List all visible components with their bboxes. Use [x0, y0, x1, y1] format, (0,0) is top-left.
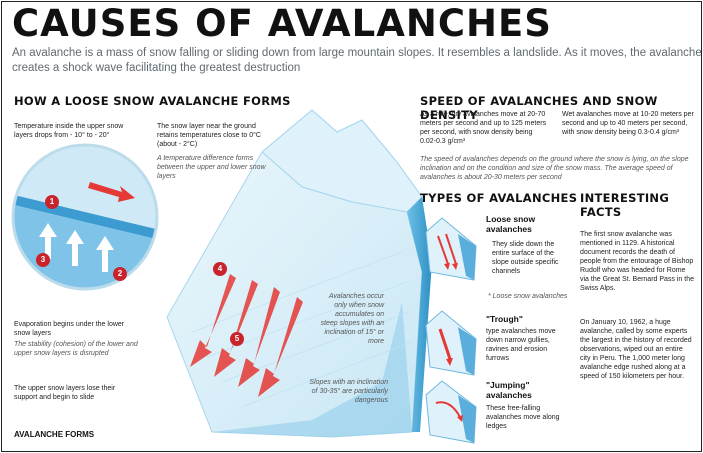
loose-snow-type-icon: [425, 217, 477, 281]
marker-5: 5: [230, 332, 244, 346]
loose-snow-type-name: Loose snow avalanches: [486, 214, 536, 234]
fact-1-text: The first snow avalanche was mentioned i…: [580, 231, 695, 292]
page-title: CAUSES OF AVALANCHES: [12, 2, 552, 45]
speed-heading: SPEED OF AVALANCHES AND SNOW DENSITY: [420, 94, 658, 122]
temp-inside-text: Temperature inside the upper snow layers…: [14, 123, 124, 139]
avalanche-forms-label: AVALANCHE FORMS: [14, 430, 95, 439]
types-heading: TYPES OF AVALANCHES: [420, 191, 578, 205]
magnified-layer-circle: [11, 143, 159, 291]
trough-type-desc: type avalanches move down narrow gullies…: [486, 328, 556, 362]
stability-text: The stability (cohesion) of the lower an…: [14, 341, 138, 357]
temp-difference-text: A temperature difference forms between t…: [157, 155, 266, 180]
dry-speed-text: As a rule, dry avalanches move at 20-70 …: [420, 111, 547, 145]
snow-layer-ground-text: The snow layer near the ground retains t…: [157, 123, 261, 148]
speed-note: The speed of avalanches depends on the g…: [420, 156, 689, 181]
slopes-note: Slopes with an inclination of 30-35° are…: [309, 379, 388, 404]
jumping-type-icon: [425, 380, 477, 444]
trough-type-icon: [425, 310, 477, 376]
jumping-type-desc: These free-falling avalanches move along…: [486, 405, 560, 430]
loose-snow-type-desc: They slide down the entire surface of th…: [492, 241, 559, 275]
loose-snow-type-note: * Loose snow avalanches: [488, 293, 568, 300]
marker-3: 3: [36, 253, 50, 267]
inclination-note: Avalanches occur only when snow accumula…: [320, 293, 384, 345]
fact-2-text: On January 10, 1962, a huge avalanche, c…: [580, 319, 692, 380]
upper-layers-text: The upper snow layers lose their support…: [14, 385, 116, 401]
marker-1: 1: [45, 195, 59, 209]
intro-text: An avalanche is a mass of snow falling o…: [12, 47, 702, 74]
trough-type-name: "Trough": [486, 314, 523, 324]
marker-4: 4: [213, 262, 227, 276]
jumping-type-name: "Jumping" avalanches: [486, 380, 532, 400]
marker-2: 2: [113, 267, 127, 281]
wet-speed-text: Wet avalanches move at 10-20 meters per …: [562, 111, 694, 136]
evaporation-text: Evaporation begins under the lower snow …: [14, 321, 125, 337]
facts-heading: INTERESTING FACTS: [580, 191, 670, 219]
loose-snow-heading: HOW A LOOSE SNOW AVALANCHE FORMS: [14, 94, 291, 108]
slope-illustration: [166, 109, 432, 438]
